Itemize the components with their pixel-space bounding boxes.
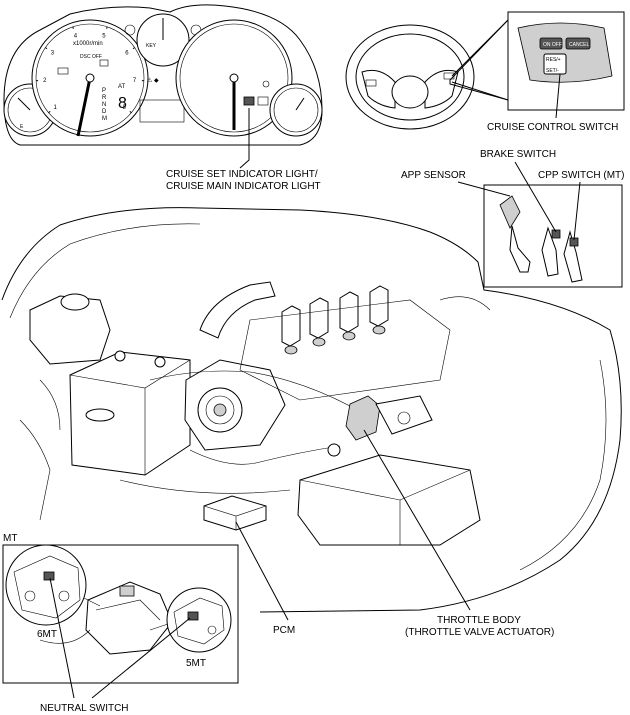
- throttle-leader: [363, 429, 471, 611]
- tacho-tick-mark: [72, 26, 74, 29]
- key-label: KEY: [146, 43, 157, 49]
- five-mt-label: 5MT: [186, 658, 206, 669]
- gear-r: R: [102, 95, 107, 101]
- tacho-tick-mark: [106, 26, 108, 29]
- app-sensor: [499, 195, 521, 229]
- neutral-leader-5mt: [91, 617, 191, 699]
- pcm-leader: [235, 521, 289, 621]
- pcm-label: PCM: [273, 625, 295, 636]
- tacho-tick-label: 6: [125, 51, 129, 57]
- app-sensor-label: APP SENSOR: [401, 170, 466, 181]
- six-mt-detail: [5, 544, 87, 626]
- cpp-switch-leader: [573, 181, 581, 241]
- six-mt-label: 6MT: [37, 629, 57, 640]
- tacho-tick-label: 4: [74, 33, 78, 39]
- ignition-coil: [339, 291, 359, 333]
- coil-boot: [372, 325, 386, 335]
- tacho-tick-label: 7: [133, 78, 137, 84]
- gear-p: P: [102, 88, 106, 94]
- ignition-coil: [309, 297, 329, 339]
- cruise-control-switch-detail: ON OFF CANCEL RES/+ SET/-: [507, 11, 625, 111]
- cancel-button: [565, 37, 591, 50]
- svg-text:⚠ ◆: ⚠ ◆: [147, 77, 159, 84]
- mt-inset: 6MT 5MT: [2, 544, 239, 684]
- tacho-tick-label: 1: [54, 105, 58, 111]
- neutral-switch-label: NEUTRAL SWITCH: [40, 703, 129, 714]
- brake-switch: [551, 229, 561, 239]
- gear-d: D: [102, 109, 107, 115]
- throttle-body: [345, 395, 381, 441]
- res-set-button: [543, 53, 567, 75]
- gear-n: N: [102, 102, 106, 108]
- tacho-tick-label: 8: [123, 105, 127, 111]
- svg-text:E: E: [20, 124, 24, 130]
- indicator-leader-line: [239, 108, 250, 169]
- res-button-label: RES/+: [546, 57, 561, 63]
- tacho-tick-mark: [48, 111, 51, 114]
- throttle-label-line1: THROTTLE BODY: [437, 615, 521, 626]
- tacho-tick-label: 5: [102, 33, 106, 39]
- coil-boot: [284, 345, 298, 355]
- dsc-off-label: DSC OFF: [80, 54, 102, 60]
- throttle-label-line2: (THROTTLE VALVE ACTUATOR): [405, 627, 554, 638]
- ignition-coils: [281, 285, 389, 355]
- app-sensor-leader: [457, 181, 511, 197]
- ignition-coil: [369, 285, 389, 327]
- tacho-tick-mark: [132, 47, 135, 50]
- coil-boot: [342, 331, 356, 341]
- neutral-switch-6mt: [43, 571, 55, 581]
- coil-boot: [312, 337, 326, 347]
- brake-switch-label: BRAKE SWITCH: [480, 149, 556, 160]
- tacho-tick-label: 2: [43, 78, 47, 84]
- tacho-unit: x1000r/min: [73, 41, 103, 47]
- at-label: AT: [118, 84, 126, 90]
- cruise-control-switch-label: CRUISE CONTROL SWITCH: [487, 122, 618, 133]
- neutral-leader-6mt: [49, 577, 75, 699]
- pedal-assembly: [483, 184, 623, 288]
- set-button-label: SET/-: [546, 68, 559, 74]
- mt-label: MT: [3, 533, 17, 544]
- gear-m: M: [102, 116, 107, 122]
- pcm-unit: [203, 495, 267, 531]
- switch-leader-line: [555, 73, 561, 119]
- cruise-indicator-light: [243, 96, 255, 106]
- tacho-tick-label: 3: [51, 51, 55, 57]
- cancel-button-label: CANCEL: [569, 42, 590, 48]
- ignition-coil: [281, 305, 301, 347]
- tacho-tick-mark: [45, 47, 48, 50]
- gear-digit: 8: [118, 95, 127, 112]
- tachometer-ticks: 1 2 3 4 5 6 7 8: [36, 26, 144, 114]
- indicator-label-line2: CRUISE MAIN INDICATOR LIGHT: [166, 181, 321, 192]
- gear-indicator: P R N D M AT 8: [102, 84, 127, 122]
- neutral-switch-5mt: [187, 611, 199, 621]
- cpp-switch-label: CPP SWITCH (MT): [538, 170, 624, 181]
- tacho-tick-mark: [129, 111, 132, 114]
- steering-wheel: [345, 24, 475, 130]
- on-off-button-label: ON OFF: [543, 42, 562, 48]
- indicator-label-line1: CRUISE SET INDICATOR LIGHT/: [166, 169, 318, 180]
- engine-bay: [1, 207, 622, 613]
- on-off-button: [539, 37, 563, 50]
- brake-switch-leader: [514, 161, 557, 233]
- instrument-cluster: E 1 2 3 4 5 6 7 8 x1000r/min DSC OFF P R N D M …: [3, 4, 323, 146]
